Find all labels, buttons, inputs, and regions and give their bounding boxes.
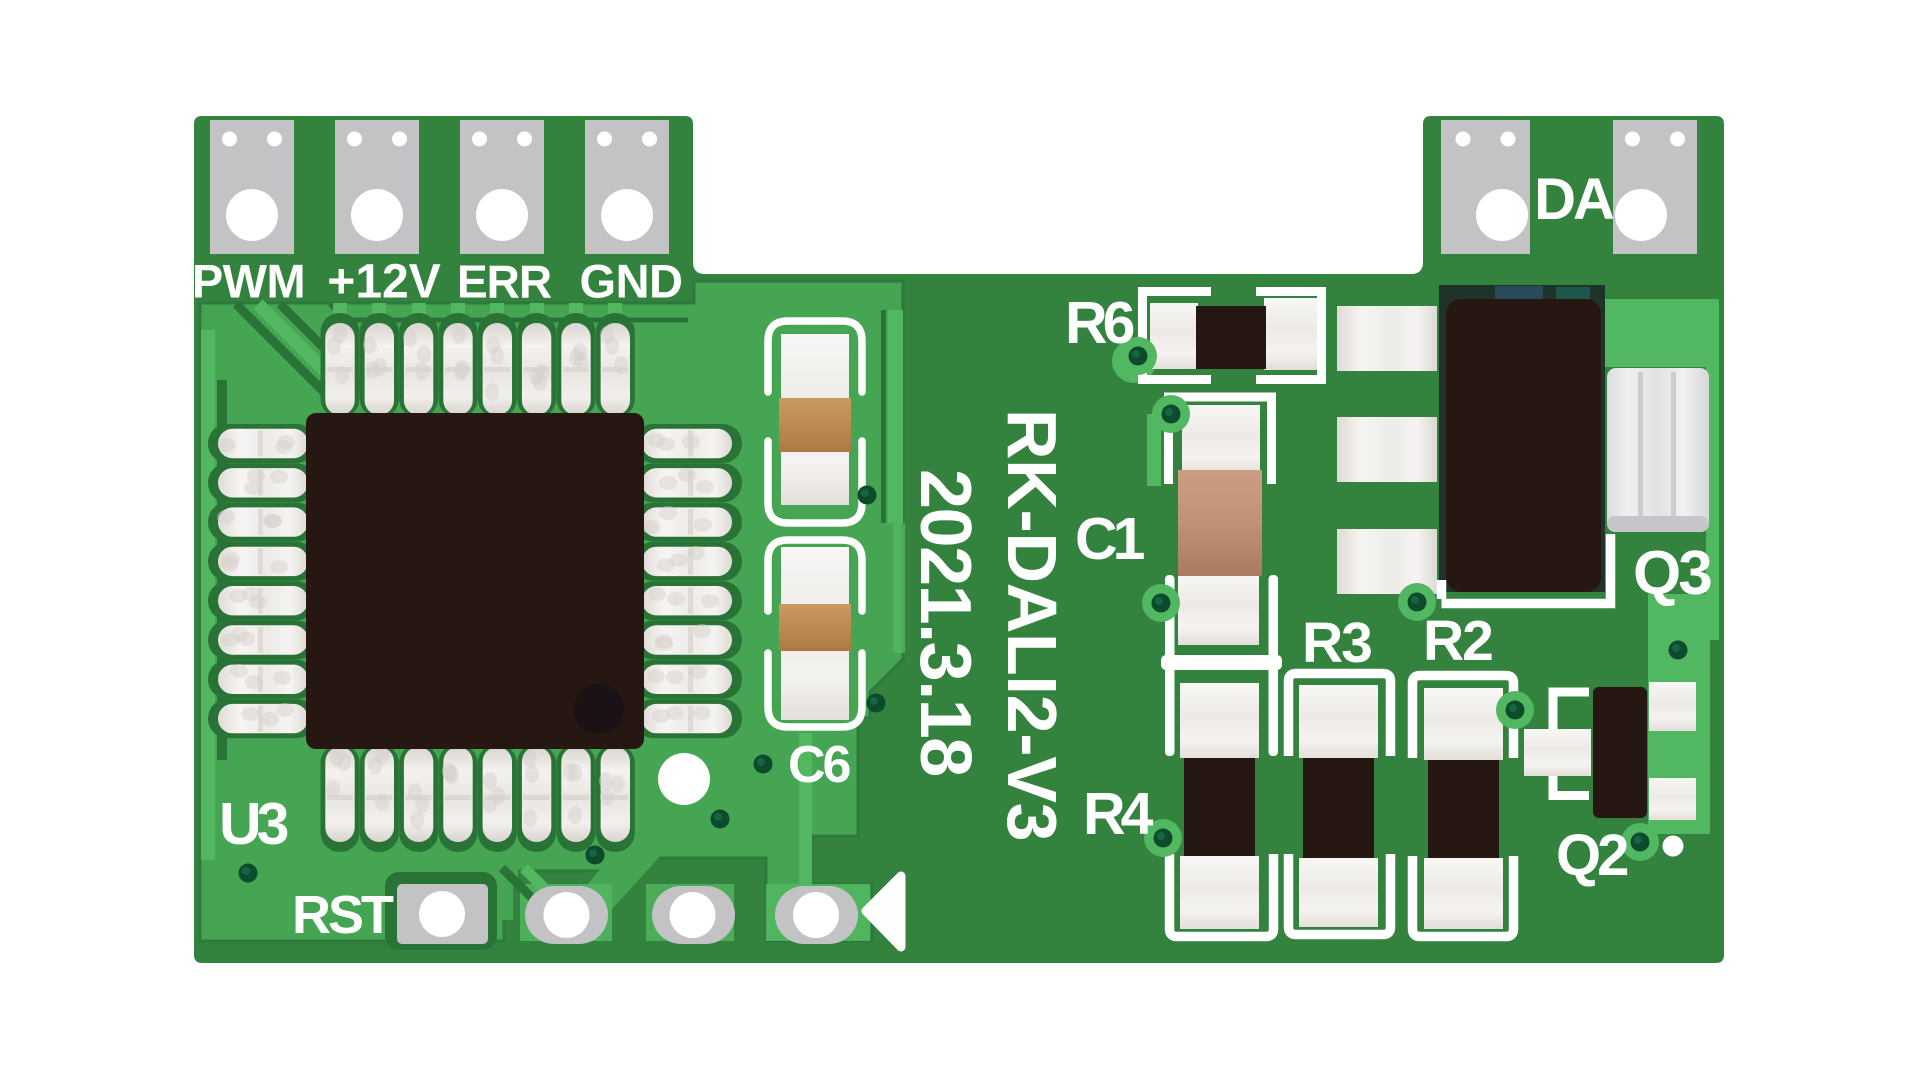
svg-text:2021.3.18: 2021.3.18	[905, 469, 985, 776]
svg-text:PWM: PWM	[192, 255, 305, 308]
svg-text:Q3: Q3	[1633, 539, 1711, 608]
svg-text:R3: R3	[1302, 611, 1371, 675]
svg-text:R2: R2	[1423, 609, 1492, 673]
svg-text:RK-DALI2-V3: RK-DALI2-V3	[993, 409, 1071, 841]
svg-text:ERR: ERR	[457, 256, 552, 308]
svg-text:R6: R6	[1065, 290, 1134, 356]
svg-text:U3: U3	[219, 791, 288, 857]
svg-text:C6: C6	[788, 736, 851, 794]
svg-text:DA: DA	[1534, 167, 1614, 232]
svg-text:Q2: Q2	[1556, 823, 1627, 888]
svg-text:C1: C1	[1075, 506, 1145, 572]
svg-text:GND: GND	[580, 255, 683, 308]
svg-text:RST: RST	[292, 885, 394, 945]
svg-text:+12V: +12V	[327, 256, 440, 309]
svg-text:R4: R4	[1083, 781, 1154, 847]
